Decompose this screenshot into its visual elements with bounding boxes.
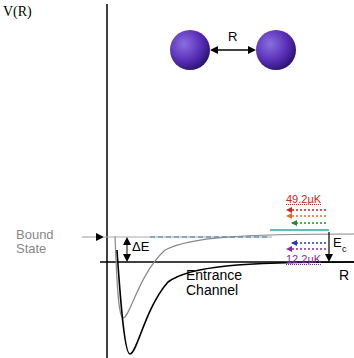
energy-gap-label: ΔE (132, 240, 149, 254)
channel-label: Entrance Channel (186, 268, 266, 299)
temperature-label: 12.2µK (286, 253, 321, 265)
bound-state-label: Bound State (16, 228, 86, 257)
axis-label: R (339, 268, 349, 283)
energy-label: E (333, 236, 342, 250)
temperature-label: 49.2µK (286, 193, 321, 205)
energy-subscript: c (342, 245, 347, 255)
axis-label: V(R) (3, 4, 32, 19)
separation-label: R (228, 30, 237, 44)
